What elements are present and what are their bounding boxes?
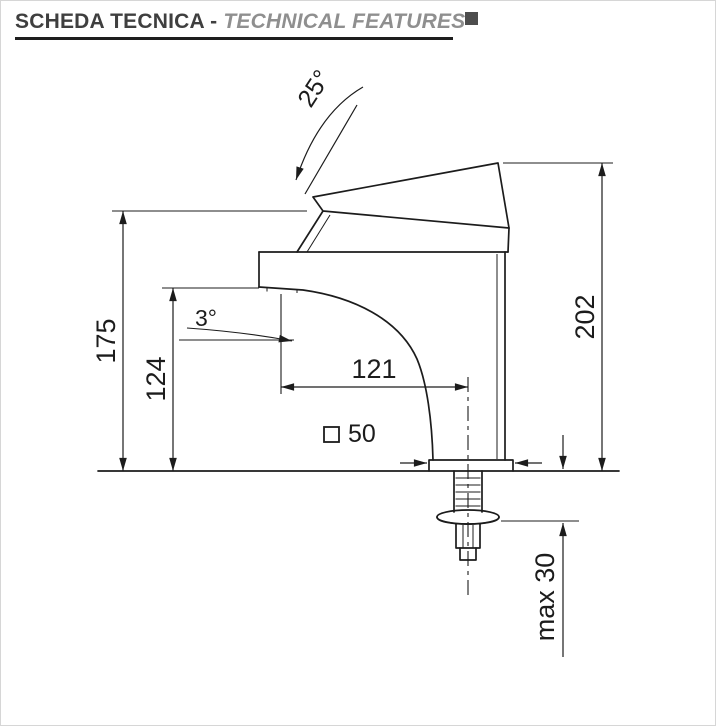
label-max-counter-thickness: max 30 <box>530 553 560 642</box>
header: SCHEDA TECNICA - TECHNICAL FEATURES <box>15 9 479 40</box>
label-spout-angle: 3° <box>195 305 217 331</box>
title-italian: SCHEDA TECNICA - <box>15 10 218 33</box>
square-bullet-icon <box>465 12 479 25</box>
faucet-head-front-edge <box>296 210 324 253</box>
label-body-height: 175 <box>91 318 121 363</box>
dimension-121: 121 <box>280 294 469 394</box>
dimension-lever-angle: 25° <box>292 65 364 195</box>
label-total-height: 202 <box>570 294 600 339</box>
spout-angle-arc <box>186 327 293 343</box>
faucet-base <box>428 459 514 472</box>
header-underline <box>15 37 453 40</box>
square-symbol-icon <box>323 426 340 443</box>
dimension-202: 202 <box>503 162 613 472</box>
faucet-shank <box>453 470 483 513</box>
faucet-head-front-inner-line <box>306 214 331 253</box>
label-base-width: 50 <box>348 420 376 448</box>
faucet-lever <box>312 162 510 229</box>
lever-raised-position-line <box>304 104 358 195</box>
dimension-124: 124 <box>141 287 259 472</box>
dimension-base-50: 50 <box>323 420 542 467</box>
faucet-aerator-ticks <box>266 287 298 293</box>
dimension-max-30: max 30 <box>501 435 579 657</box>
faucet-locknut-facets <box>462 525 474 548</box>
title-row: SCHEDA TECNICA - TECHNICAL FEATURES <box>15 9 479 35</box>
label-spout-reach: 121 <box>351 354 396 384</box>
dimension-175: 175 <box>91 210 307 472</box>
dimension-spout-angle: 3° <box>179 305 294 343</box>
lever-angle-arc <box>295 86 364 181</box>
title-english: TECHNICAL FEATURES <box>223 10 466 33</box>
faucet-spout-underside <box>258 286 434 461</box>
label-lever-angle: 25° <box>292 65 336 112</box>
faucet-head-back-edge <box>507 227 510 253</box>
faucet-drawing <box>97 162 620 598</box>
page-title: SCHEDA TECNICA - TECHNICAL FEATURES <box>15 9 465 35</box>
label-spout-height: 124 <box>141 356 171 401</box>
